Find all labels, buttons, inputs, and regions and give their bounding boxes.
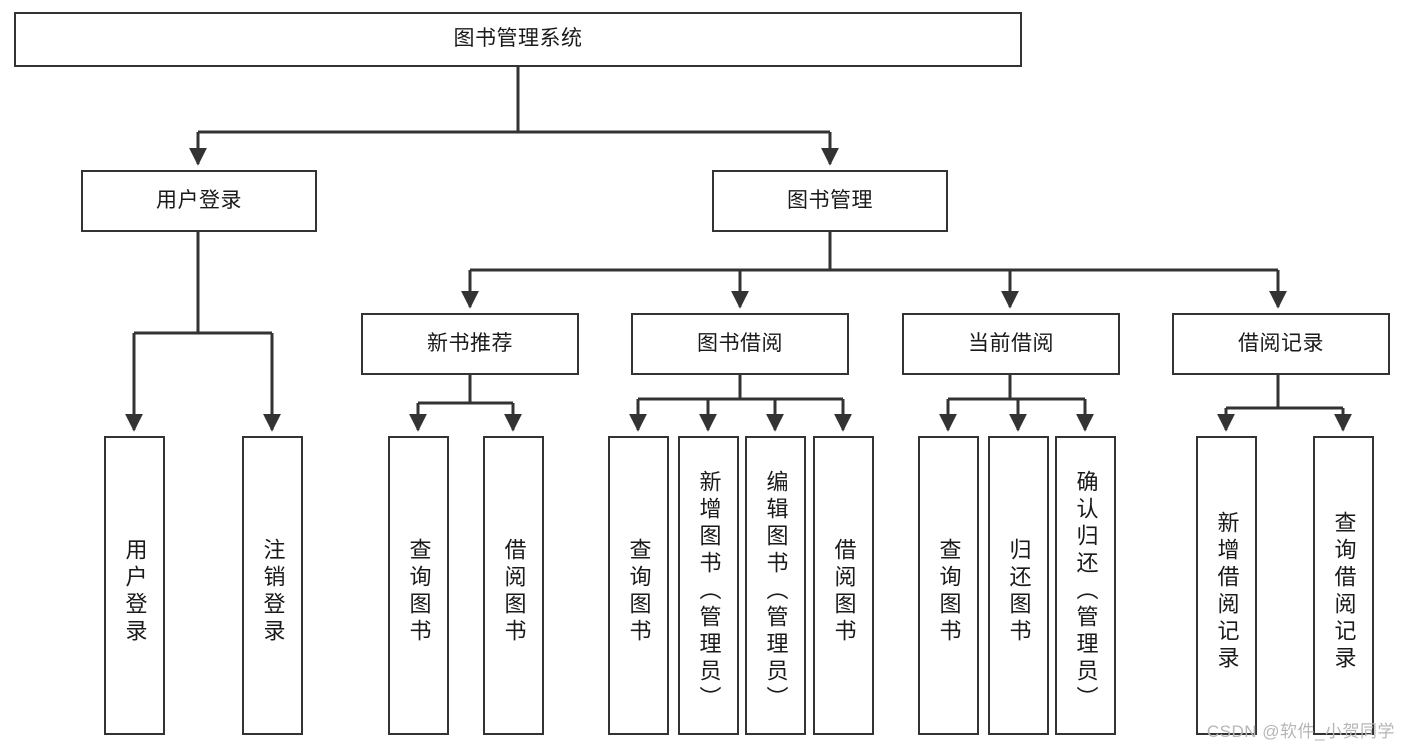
node-new-book-recommend-label: 新书推荐 (427, 331, 513, 355)
node-leaf-query-book-2-label: 查询图书 (626, 537, 652, 646)
node-leaf-logout-login-label: 注销登录 (260, 537, 286, 646)
node-leaf-logout-login[interactable]: 注销登录 (242, 436, 303, 735)
node-leaf-borrow-book-1[interactable]: 借阅图书 (483, 436, 544, 735)
node-leaf-add-record[interactable]: 新增借阅记录 (1196, 436, 1257, 735)
node-leaf-return-book[interactable]: 归还图书 (988, 436, 1049, 735)
node-leaf-query-book-1-label: 查询图书 (406, 537, 432, 646)
node-leaf-query-record-label: 查询借阅记录 (1331, 510, 1357, 673)
node-root-system[interactable]: 图书管理系统 (14, 12, 1022, 67)
node-leaf-query-book-1[interactable]: 查询图书 (388, 436, 449, 735)
node-current-borrow[interactable]: 当前借阅 (902, 313, 1120, 375)
node-leaf-add-book-label: 新增图书（管理员） (696, 470, 722, 713)
node-leaf-add-book[interactable]: 新增图书（管理员） (678, 436, 739, 735)
node-borrow-record[interactable]: 借阅记录 (1172, 313, 1390, 375)
node-leaf-query-book-3[interactable]: 查询图书 (918, 436, 979, 735)
node-user-login-label: 用户登录 (156, 188, 242, 212)
node-root-system-label: 图书管理系统 (453, 27, 583, 51)
node-leaf-add-record-label: 新增借阅记录 (1214, 510, 1240, 673)
node-leaf-edit-book-label: 编辑图书（管理员） (763, 470, 789, 713)
node-leaf-borrow-book-1-label: 借阅图书 (501, 537, 527, 646)
node-book-management[interactable]: 图书管理 (712, 170, 948, 232)
node-new-book-recommend[interactable]: 新书推荐 (361, 313, 579, 375)
node-leaf-query-book-3-label: 查询图书 (936, 537, 962, 646)
node-current-borrow-label: 当前借阅 (968, 331, 1054, 355)
node-leaf-confirm-return[interactable]: 确认归还（管理员） (1055, 436, 1116, 735)
node-leaf-edit-book[interactable]: 编辑图书（管理员） (745, 436, 806, 735)
node-book-management-label: 图书管理 (787, 188, 873, 212)
node-borrow-record-label: 借阅记录 (1238, 331, 1324, 355)
node-leaf-confirm-return-label: 确认归还（管理员） (1073, 470, 1099, 713)
node-leaf-return-book-label: 归还图书 (1006, 537, 1032, 646)
node-leaf-user-login[interactable]: 用户登录 (104, 436, 165, 735)
node-book-borrow[interactable]: 图书借阅 (631, 313, 849, 375)
node-leaf-query-record[interactable]: 查询借阅记录 (1313, 436, 1374, 735)
node-book-borrow-label: 图书借阅 (697, 331, 783, 355)
node-leaf-borrow-book-2[interactable]: 借阅图书 (813, 436, 874, 735)
node-leaf-query-book-2[interactable]: 查询图书 (608, 436, 669, 735)
node-user-login[interactable]: 用户登录 (81, 170, 317, 232)
node-leaf-borrow-book-2-label: 借阅图书 (831, 537, 857, 646)
csdn-watermark: CSDN @软件_小贺同学 (1206, 722, 1395, 741)
node-leaf-user-login-label: 用户登录 (122, 537, 148, 646)
